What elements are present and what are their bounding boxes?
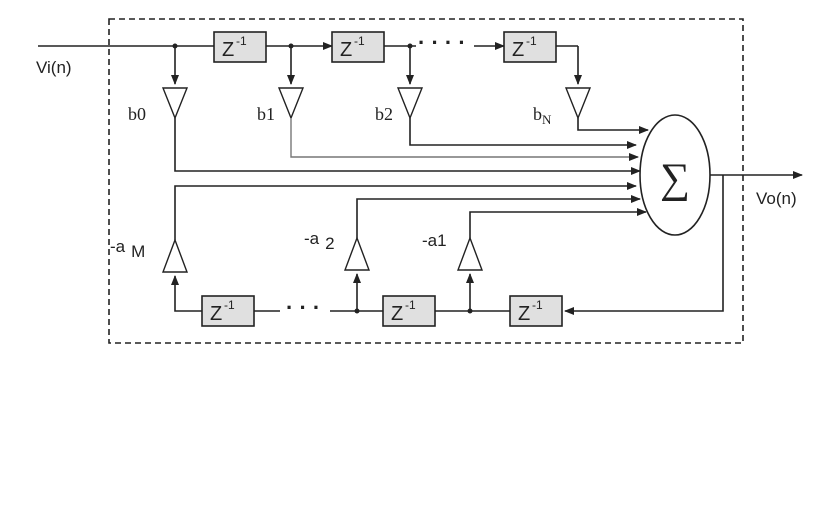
svg-text:-1: -1 <box>526 34 537 48</box>
svg-text:-1: -1 <box>224 298 235 312</box>
svg-text:Z: Z <box>518 303 530 325</box>
svg-text:-1: -1 <box>236 34 247 48</box>
delay-box-ff-1: Z -1 <box>213 31 267 63</box>
b1-amplifier <box>277 87 305 120</box>
a1-to-sum <box>469 208 647 238</box>
delay-box-fb-1: Z -1 <box>509 295 563 327</box>
svg-text:-1: -1 <box>405 298 416 312</box>
feedback-return <box>564 175 724 315</box>
delay-box-fb-3: Z -1 <box>201 295 255 327</box>
b0-amplifier <box>161 87 189 120</box>
summation-symbol: ∑ <box>660 156 690 202</box>
svg-text:Z: Z <box>391 303 403 325</box>
b1-to-sum <box>290 118 639 161</box>
ff-ellipsis: · · · · <box>418 30 466 55</box>
b1-label: b1 <box>257 104 275 124</box>
delay-box-ff-2: Z -1 <box>331 31 385 63</box>
bN-to-sum <box>577 118 649 134</box>
b2-amplifier <box>396 87 424 120</box>
delay-box-fb-2: Z -1 <box>382 295 436 327</box>
a2-to-sum <box>356 195 641 238</box>
delay-box-ff-3: Z -1 <box>503 31 557 63</box>
svg-text:-1: -1 <box>354 34 365 48</box>
svg-text:Z: Z <box>340 39 352 61</box>
a2-amplifier <box>343 236 371 271</box>
filter-boundary <box>108 18 744 344</box>
fb-ellipsis: · · · <box>286 295 320 320</box>
svg-text:Z: Z <box>222 39 234 61</box>
aM-to-sum <box>174 182 637 240</box>
bN-label: bN <box>533 104 552 127</box>
aM-amplifier <box>161 238 189 273</box>
input-label: Vi(n) <box>36 58 72 77</box>
b0-label: b0 <box>128 104 146 124</box>
b0-to-sum <box>174 118 641 175</box>
svg-text:Z: Z <box>512 39 524 61</box>
fb-wire-4 <box>171 275 202 312</box>
a1-amplifier <box>456 236 484 271</box>
b2-to-sum <box>409 118 637 149</box>
output-label: Vo(n) <box>756 189 797 208</box>
bN-amplifier <box>564 87 592 120</box>
svg-text:-1: -1 <box>532 298 543 312</box>
b2-label: b2 <box>375 104 393 124</box>
a1-label: -a1 <box>422 231 447 250</box>
svg-text:Z: Z <box>210 303 222 325</box>
